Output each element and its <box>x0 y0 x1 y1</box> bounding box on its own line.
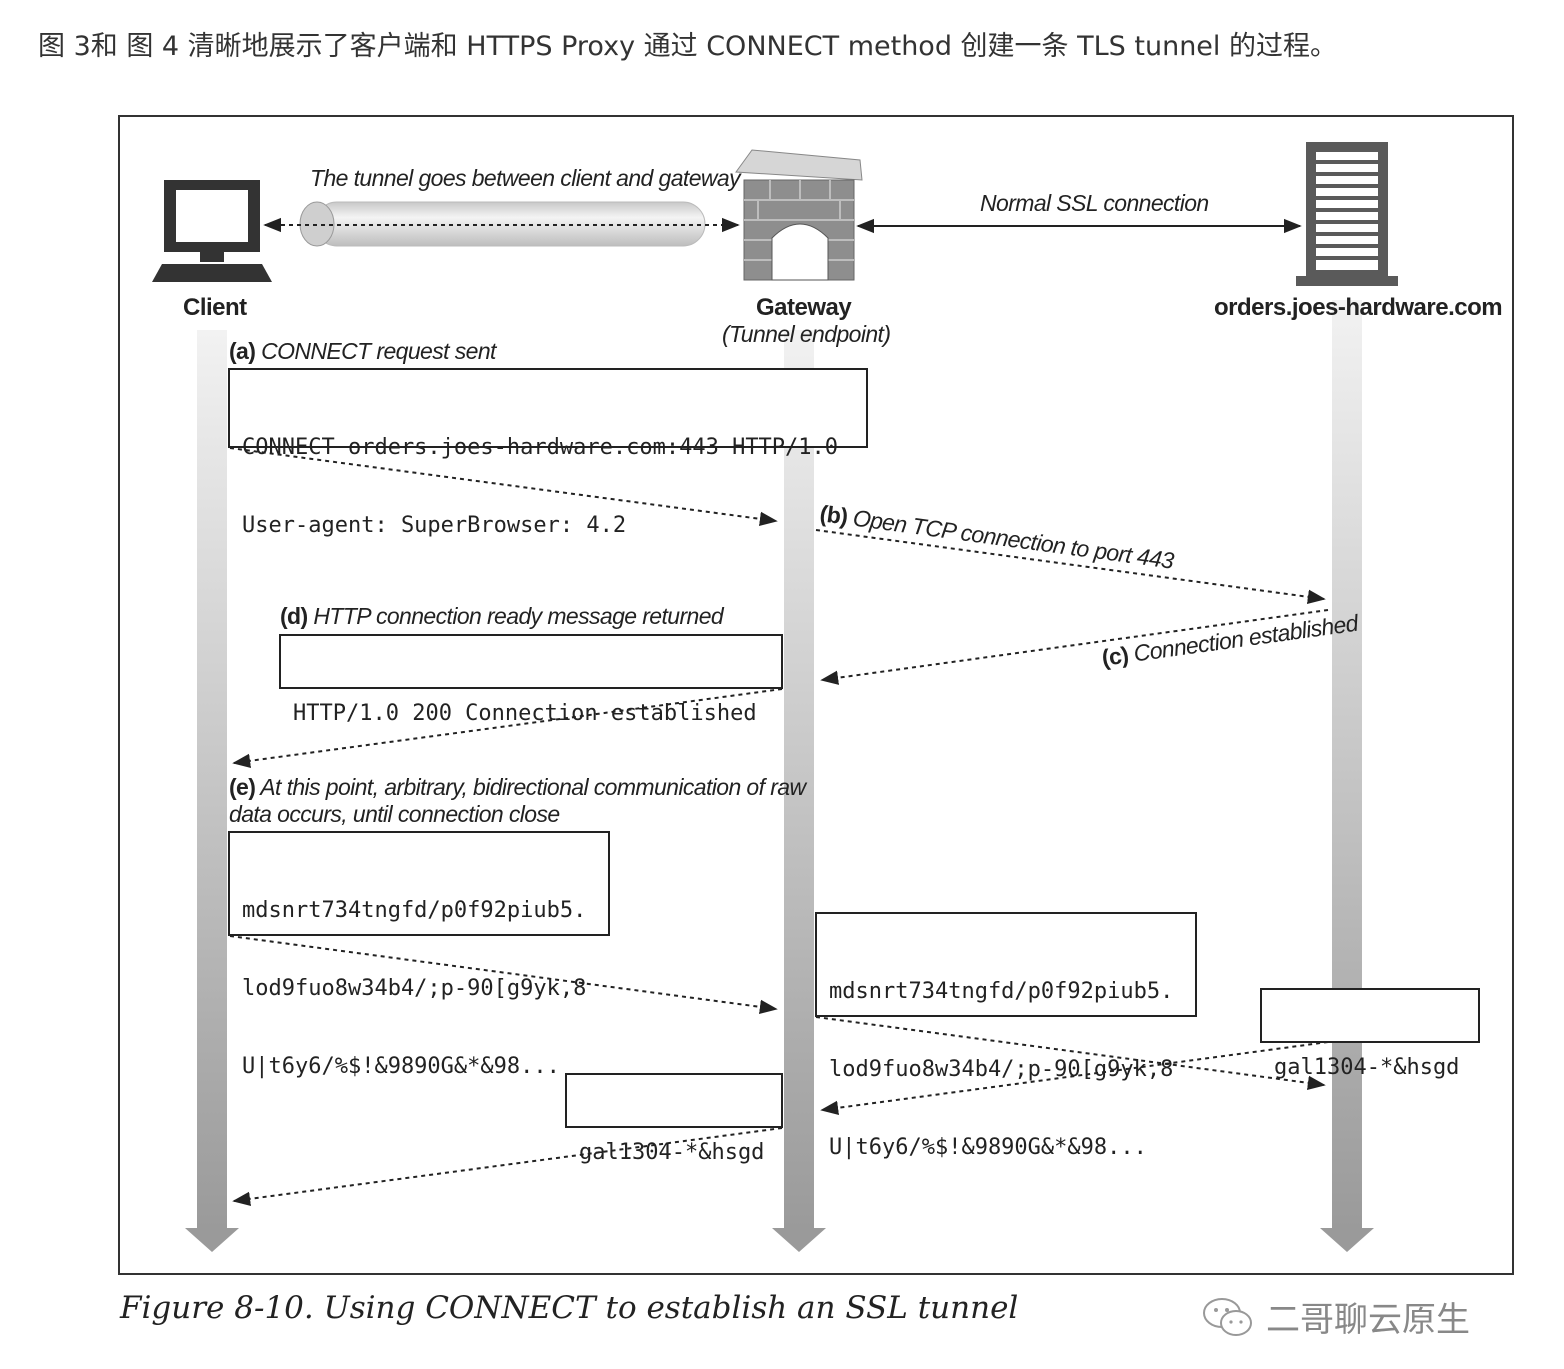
intro-text: 图 3和 图 4 清晰地展示了客户端和 HTTPS Proxy 通过 CONNE… <box>38 31 1338 62</box>
raw-line-1: mdsnrt734tngfd/p0f92piub5. <box>829 979 1174 1004</box>
raw-line-2: lod9fuo8w34b4/;p-90[g9yk,8 <box>829 1057 1174 1082</box>
step-e-label: (e) At this point, arbitrary, bidirectio… <box>229 774 806 801</box>
reply-line: gal1304-*&hsgd <box>579 1140 765 1165</box>
computer-monitor-icon <box>152 180 272 282</box>
step-d-tag: (d) <box>280 603 308 629</box>
step-a-label: (a) CONNECT request sent <box>229 338 496 365</box>
step-b-tag: (b) <box>818 500 850 530</box>
reply-line: gal1304-*&hsgd <box>1274 1055 1460 1080</box>
watermark: 二哥聊云原生 <box>1200 1292 1470 1341</box>
arrow-a-connect <box>229 447 778 526</box>
raw-data-box-client: mdsnrt734tngfd/p0f92piub5. lod9fuo8w34b4… <box>228 831 610 1079</box>
reply-box-server: gal1304-*&hsgd <box>1260 988 1480 1080</box>
ready-line: HTTP/1.0 200 Connection established <box>293 701 757 726</box>
gateway-arch-icon <box>735 149 863 281</box>
client-label: Client <box>183 294 247 321</box>
server-lifeline <box>1320 300 1374 1252</box>
tunnel-label: The tunnel goes between client and gatew… <box>310 165 741 191</box>
arrow-c-established <box>820 609 1329 685</box>
step-d-label: (d) HTTP connection ready message return… <box>280 603 724 630</box>
raw-line-3: U|t6y6/%$!&9890G&*&98... <box>242 1054 560 1079</box>
raw-line-1: mdsnrt734tngfd/p0f92piub5. <box>242 898 587 923</box>
tunnel-tube <box>263 201 740 247</box>
arrow-e-raw-to-gateway <box>229 935 778 1014</box>
figure-frame <box>118 115 1514 1275</box>
step-a-text: CONNECT request sent <box>261 338 496 364</box>
step-e-line2: data occurs, until connection close <box>229 801 560 827</box>
gateway-sublabel: (Tunnel endpoint) <box>722 321 891 347</box>
step-d-text: HTTP connection ready message returned <box>313 603 724 629</box>
ready-message-box: HTTP/1.0 200 Connection established <box>279 634 783 726</box>
connect-request-box: CONNECT orders.joes-hardware.com:443 HTT… <box>228 368 868 538</box>
client-lifeline <box>185 330 239 1252</box>
figure-caption: Figure 8-10. Using CONNECT to establish … <box>120 1290 1019 1326</box>
arrow-reply-to-gateway <box>820 1041 1329 1115</box>
ssl-label: Normal SSL connection <box>980 190 1209 216</box>
raw-data-box-gateway: mdsnrt734tngfd/p0f92piub5. lod9fuo8w34b4… <box>815 912 1197 1160</box>
gateway-label: Gateway <box>756 294 852 321</box>
step-e-tag: (e) <box>229 774 256 800</box>
raw-line-2: lod9fuo8w34b4/;p-90[g9yk,8 <box>242 976 587 1001</box>
step-c-tag: (c) <box>1100 641 1130 671</box>
reply-box-gateway: gal1304-*&hsgd <box>565 1073 783 1165</box>
gateway-lifeline <box>772 330 826 1252</box>
connect-line-2: User-agent: SuperBrowser: 4.2 <box>242 513 627 538</box>
raw-line-3: U|t6y6/%$!&9890G&*&98... <box>829 1135 1147 1160</box>
arrow-raw-to-server <box>815 1016 1326 1090</box>
server-label: orders.joes-hardware.com <box>1214 294 1503 321</box>
server-tower-icon <box>1296 142 1398 286</box>
connect-line-1: CONNECT orders.joes-hardware.com:443 HTT… <box>242 435 839 460</box>
step-e-line1: At this point, arbitrary, bidirectional … <box>260 774 806 800</box>
step-a-tag: (a) <box>229 338 256 364</box>
arrow-b-open-tcp <box>815 529 1326 604</box>
wechat-icon <box>1203 1297 1252 1336</box>
watermark-text: 二哥聊云原生 <box>1266 1300 1470 1340</box>
